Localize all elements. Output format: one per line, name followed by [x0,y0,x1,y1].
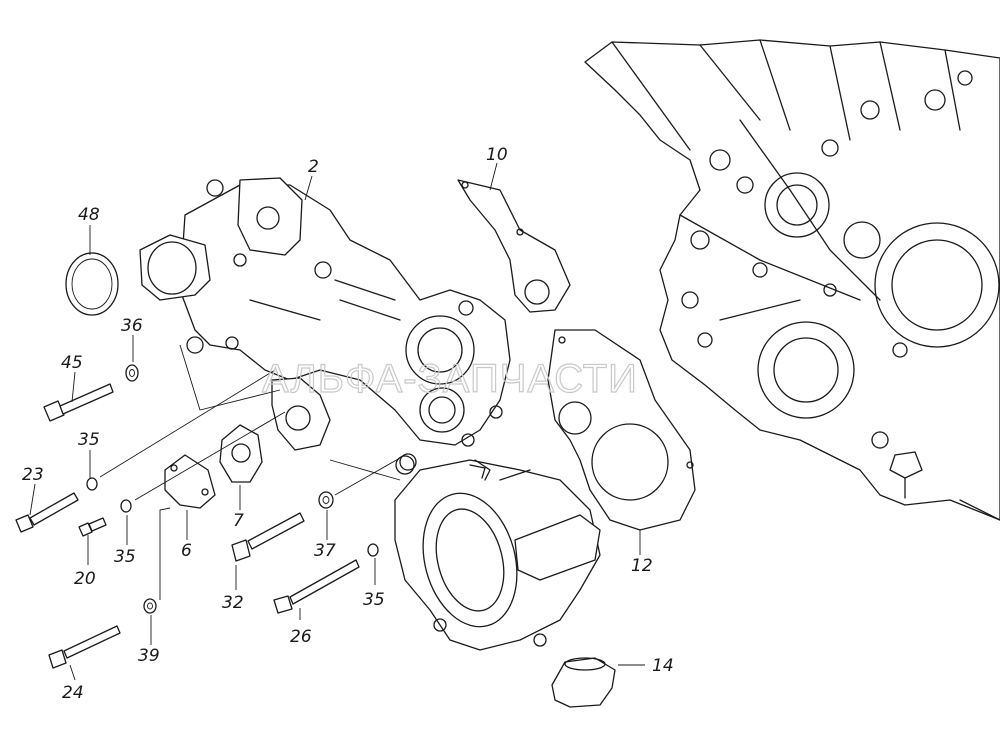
callout-labels: 2 10 48 36 45 35 23 7 6 35 20 37 32 35 2… [22,145,674,703]
callout-37: 37 [314,541,336,561]
callout-23: 23 [22,465,44,485]
callout-14: 14 [652,656,674,676]
callout-12: 12 [631,556,653,576]
callout-10: 10 [486,145,508,165]
callout-6: 6 [181,541,192,561]
callout-35-middle: 35 [114,547,136,567]
callout-35-upper: 35 [78,430,100,450]
callout-48: 48 [78,205,100,225]
pump-housing [139,177,511,479]
callout-45: 45 [61,353,83,373]
callout-35-right: 35 [363,590,385,610]
washers [86,364,379,614]
gasket-7 [219,424,263,483]
bolts [15,383,360,669]
cover-plate-6 [164,454,216,509]
gear-housing-cover [394,455,601,651]
gasket-10 [457,179,571,313]
plug-48 [65,252,119,316]
engine-block [584,39,1000,521]
callout-24: 24 [62,683,84,703]
callout-26: 26 [290,627,312,647]
watermark: АЛЬФА-ЗАПЧАСТИ [262,357,638,401]
cap-14 [551,657,616,708]
callout-2: 2 [308,157,319,177]
callout-7: 7 [233,511,244,531]
callout-32: 32 [222,593,244,613]
callout-36: 36 [121,316,143,336]
callout-39: 39 [138,646,160,666]
callout-20: 20 [74,569,96,589]
leader-lines [29,162,645,681]
